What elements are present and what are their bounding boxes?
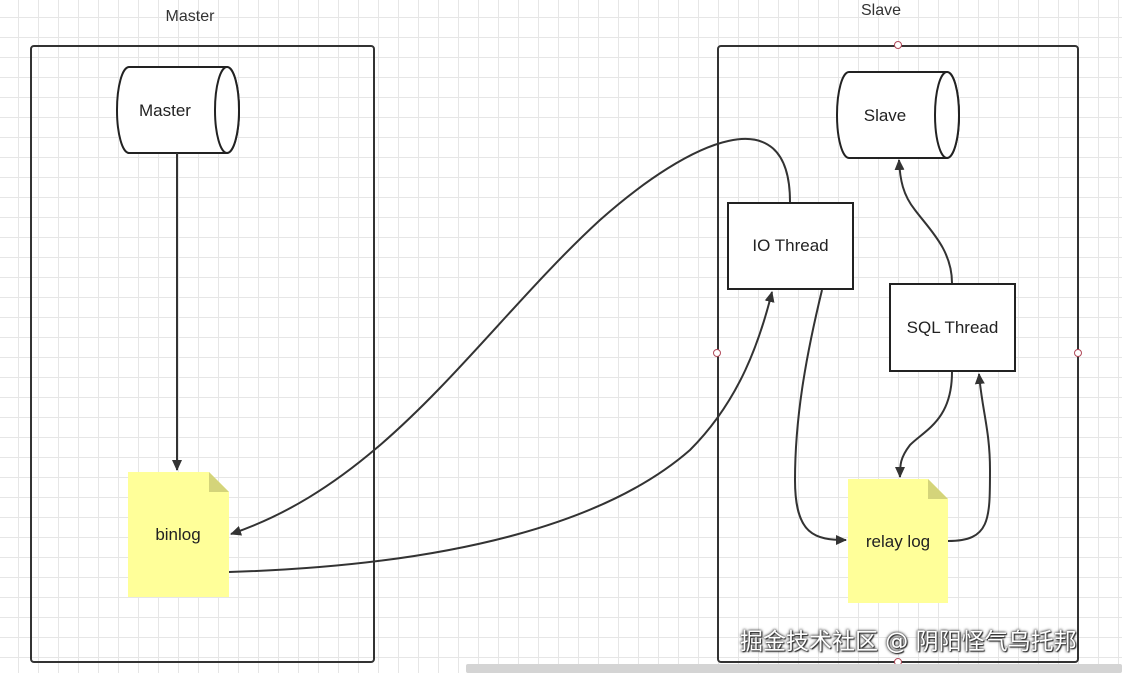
- selection-handle-left[interactable]: [713, 349, 721, 357]
- sql-thread-label: SQL Thread: [906, 317, 999, 337]
- relay-log-note[interactable]: [848, 479, 948, 603]
- slave-database-cylinder[interactable]: [836, 71, 960, 159]
- io-thread-box[interactable]: IO Thread: [727, 202, 854, 290]
- relay-log-label: relay log: [865, 532, 931, 551]
- connector-sql-thread-to-relay-log: [895, 371, 953, 478]
- connector-sql-thread-to-slave: [894, 159, 953, 284]
- connector-binlog-to-io-thread: [228, 291, 775, 573]
- binlog-label: binlog: [155, 525, 201, 544]
- slave-database-label: Slave: [863, 106, 907, 125]
- sql-thread-box[interactable]: SQL Thread: [889, 283, 1016, 372]
- connector-io-thread-to-relay-log: [793, 289, 847, 545]
- io-thread-label: IO Thread: [752, 236, 829, 255]
- master-database-label: Master: [139, 101, 191, 120]
- binlog-note[interactable]: [128, 472, 229, 597]
- selection-handle-right[interactable]: [1074, 349, 1082, 357]
- master-pool[interactable]: [30, 45, 375, 663]
- master-database-cylinder[interactable]: [116, 66, 240, 154]
- selection-handle-top[interactable]: [894, 41, 902, 49]
- connector-io-thread-to-binlog: [230, 137, 791, 536]
- connector-relay-log-to-sql-thread: [947, 373, 992, 542]
- master-pool-title: Master: [165, 8, 215, 25]
- slave-pool-title: Slave: [860, 2, 902, 19]
- watermark-text: 掘金技术社区 @ 阴阳怪气乌托邦: [740, 629, 1077, 655]
- horizontal-scrollbar[interactable]: [466, 664, 1122, 673]
